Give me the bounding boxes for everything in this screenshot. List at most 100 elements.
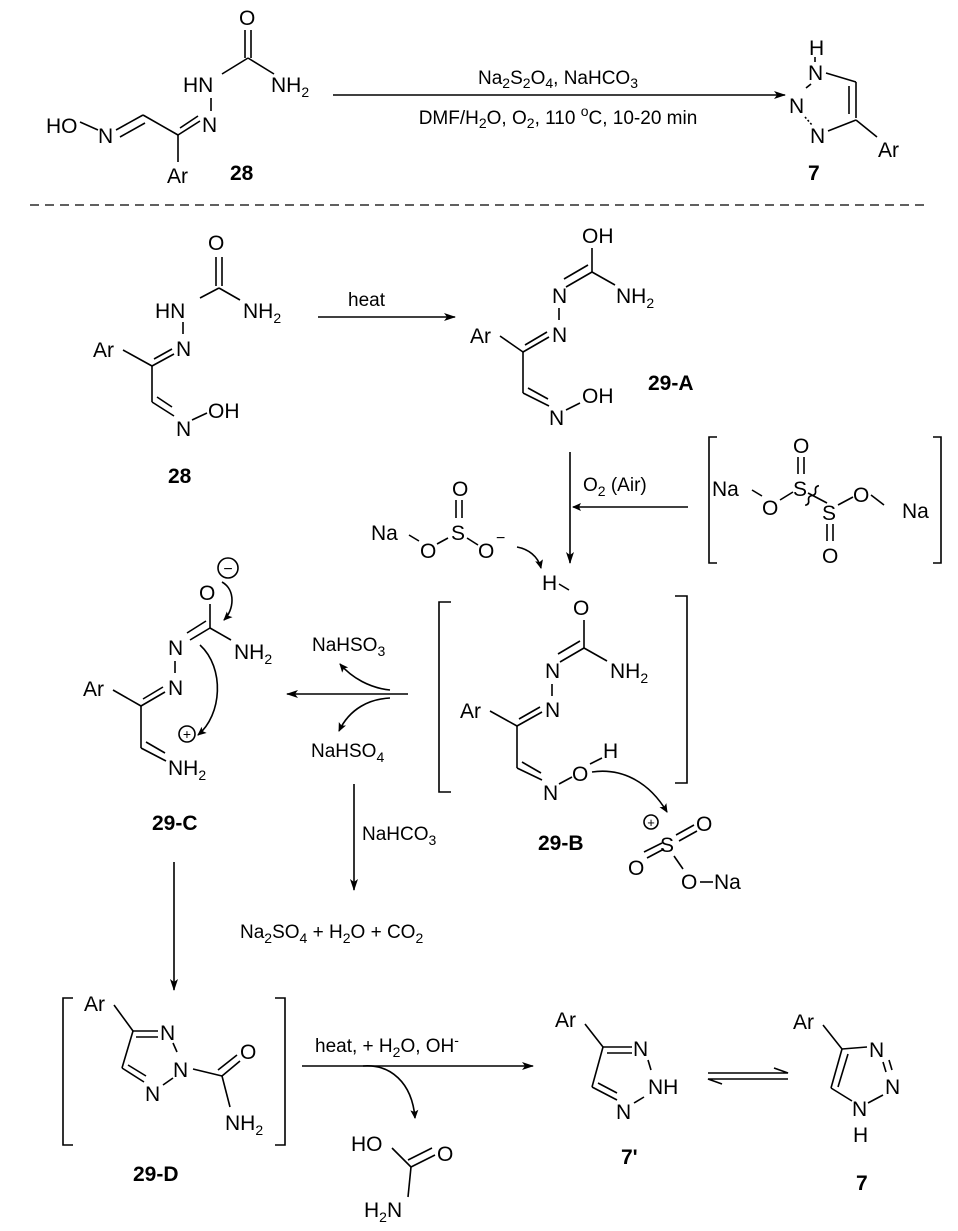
atom-n2: N (552, 324, 567, 347)
equilibrium-reverse-arrow (707, 1078, 788, 1085)
carbamic-acid: HO O H2N (351, 1133, 453, 1225)
product-7-top: H N N N Ar 7 (789, 37, 899, 185)
atom-o-oxime: O (572, 763, 588, 786)
atom-ar: Ar (167, 165, 188, 188)
atom-h: H (853, 1124, 868, 1147)
curved-arrow-o (221, 581, 233, 621)
atom-n2: N (173, 1059, 188, 1082)
nahco3-label: NaHCO3 (362, 824, 437, 848)
atom-s: S (660, 834, 674, 857)
nahso3-label: NaHSO3 (312, 635, 385, 659)
bracket-left (708, 436, 717, 564)
atom-o-bottom: O (822, 545, 838, 568)
intermediate-29-C: O − N NH2 N Ar + NH2 29-C (83, 557, 272, 835)
atom-nh2: NH2 (243, 300, 281, 326)
byproducts-label: Na2SO4 + H2O + CO2 (240, 922, 423, 946)
atom-ar: Ar (470, 325, 491, 348)
atom-o-right: O (853, 484, 869, 507)
atom-n1: N (160, 1022, 175, 1045)
heat-label: heat (348, 290, 386, 311)
bracket-right (933, 436, 942, 564)
atom-na: Na (371, 522, 398, 545)
atom-h2n: H2N (364, 1199, 402, 1225)
atom-n1: N (168, 637, 183, 660)
top-reaction: HO N N HN O NH2 Ar 28 Na2S2O4, NaHCO3 DM… (46, 7, 899, 188)
atom-na: Na (714, 871, 741, 894)
label-7-final: 7 (856, 1172, 868, 1195)
charge-plus: + (647, 815, 655, 830)
atom-o: O (240, 1041, 256, 1064)
plus-charge-icon (178, 725, 196, 743)
atom-oh: OH (208, 400, 240, 423)
sulfite-anion: Na O S O O − (371, 478, 543, 569)
curved-arrow-n (197, 644, 219, 736)
label-7-prime: 7' (621, 1146, 638, 1169)
intermediate-29-D: Ar N N N O NH2 29-D (62, 993, 286, 1186)
label-28-top: 28 (230, 162, 254, 185)
label-29-B: 29-B (538, 832, 584, 855)
sodium-dithionite: Na O S O S O O Na (708, 435, 942, 568)
wavy-bond-icon (804, 484, 820, 507)
atom-o: O (208, 232, 224, 255)
equilibrium-forward-arrow (708, 1067, 789, 1074)
atom-nh2: NH2 (616, 285, 654, 311)
atom-ar: Ar (93, 339, 114, 362)
atom-hn: HN (183, 74, 213, 97)
atom-ho: HO (46, 115, 78, 138)
atom-n3: N (145, 1083, 160, 1106)
bracket-right (275, 997, 286, 1146)
atom-nh2: NH2 (610, 660, 648, 686)
curved-arrow-nahso3 (339, 663, 391, 691)
atom-h-oxime: H (603, 740, 618, 763)
atom-o: O (573, 597, 589, 620)
atom-n3: N (616, 1101, 631, 1124)
atom-na-right: Na (902, 500, 929, 523)
atom-n3: N (810, 125, 825, 148)
atom-n: N (176, 338, 191, 361)
sulfonyl-cation: + S O O O Na (628, 813, 741, 894)
atom-nh2: NH2 (234, 641, 272, 667)
atom-n3: N (852, 1098, 867, 1121)
nahso4-label: NaHSO4 (311, 741, 384, 765)
atom-n-oxime: N (98, 125, 113, 148)
product-7-final: Ar N N N H 7 (793, 1011, 900, 1195)
atom-n2: N (168, 677, 183, 700)
label-29-D: 29-D (133, 1163, 179, 1186)
atom-n1: N (869, 1039, 884, 1062)
o2-label: O2 (Air) (583, 475, 647, 499)
atom-h: H (542, 572, 557, 595)
atom-n-oxime: N (543, 782, 558, 805)
atom-nh2: NH2 (271, 74, 309, 100)
intermediate-29-B: H O N NH2 N Ar N O H 29-B (438, 572, 688, 855)
atom-ar: Ar (84, 993, 105, 1016)
atom-n-oxime: N (549, 407, 564, 430)
atom-oh-oxime: OH (582, 385, 614, 408)
atom-nh: NH (648, 1076, 678, 1099)
label-29-A: 29-A (648, 372, 694, 395)
atom-o3: O (681, 871, 697, 894)
atom-ar: Ar (555, 1009, 576, 1032)
atom-n1: N (552, 285, 567, 308)
conditions-top: Na2S2O4, NaHCO3 (478, 68, 638, 91)
atom-h: H (809, 37, 824, 60)
atom-oh: OH (582, 225, 614, 248)
atom-o2: O (628, 857, 644, 880)
curved-arrow-oh (591, 770, 668, 813)
atom-o: O (437, 1143, 453, 1166)
atom-o-top: O (452, 478, 468, 501)
atom-s-left: S (793, 478, 807, 501)
atom-o: O (239, 7, 255, 30)
intermediate-29-A: OH N NH2 N Ar N OH 29-A (470, 225, 694, 430)
atom-nh2: NH2 (225, 1112, 263, 1138)
tautomer-7-prime: Ar N N NH 7' (555, 1009, 678, 1169)
atom-n1: N (808, 62, 823, 85)
atom-n-oxime: N (176, 418, 191, 441)
minus-charge-icon (217, 557, 239, 579)
atom-ho: HO (351, 1133, 383, 1156)
atom-s-right: S (822, 502, 836, 525)
atom-ar: Ar (793, 1011, 814, 1034)
atom-ar: Ar (878, 139, 899, 162)
atom-o1: O (696, 813, 712, 836)
atom-n-hydrazone: N (202, 114, 217, 137)
